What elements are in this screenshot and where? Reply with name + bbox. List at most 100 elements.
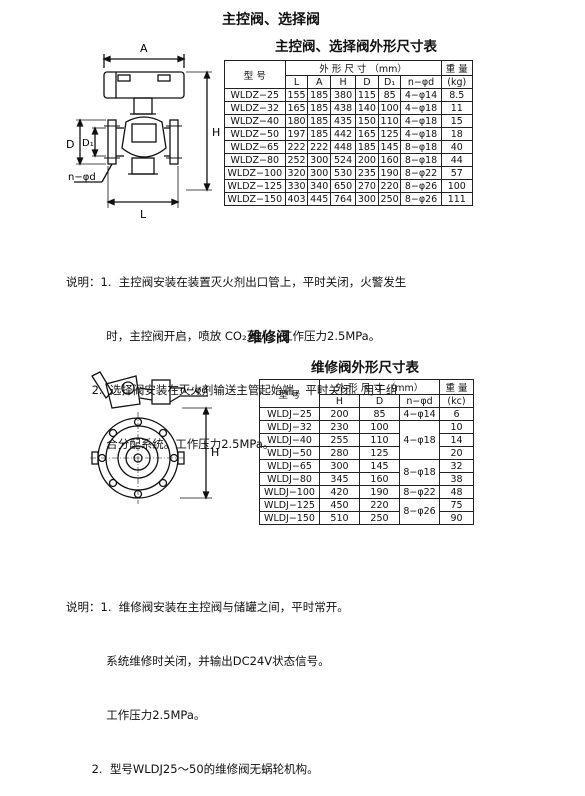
col-model-header: 型 号 [224, 60, 286, 89]
model-cell: WLDJ−80 [259, 472, 320, 486]
note-line: 说明：1. 维修阀安装在主控阀与储罐之间，平时常开。 [66, 600, 349, 614]
value-cell: 4−φ18 [400, 114, 442, 128]
value-cell: 15 [440, 114, 474, 128]
col-model-header-2: 型 号 [259, 379, 320, 408]
value-cell: 230 [319, 420, 360, 434]
value-cell: 100 [359, 420, 400, 434]
value-cell: 140 [355, 101, 379, 115]
value-cell: 160 [377, 153, 402, 167]
label-d1: D₁ [82, 138, 94, 149]
value-cell: 100 [377, 101, 402, 115]
value-cell: 250 [359, 511, 400, 525]
value-cell: 38 [439, 472, 474, 486]
weight-header-2: 重 量 [439, 379, 474, 395]
value-cell: 8−φ26 [400, 192, 442, 206]
value-cell: 160 [359, 472, 400, 486]
section2-notes: 说明：1. 维修阀安装在主控阀与储罐之间，平时常开。 系统维修时关闭，并输出DC… [66, 562, 349, 796]
value-cell: 435 [330, 114, 357, 128]
weight-header: 重 量 [440, 60, 474, 76]
value-cell: 220 [359, 498, 400, 512]
value-cell: 255 [319, 433, 360, 447]
value-cell: 8−φ18 [400, 140, 442, 154]
main-valve-drawing: A H D D₁ n−φd L [66, 42, 220, 221]
n-phi-d-cell: 8−φ18 [399, 459, 440, 486]
model-cell: WLDJ−100 [259, 485, 320, 499]
value-cell: 445 [307, 192, 332, 206]
value-cell: 280 [319, 446, 360, 460]
value-cell: 8.5 [440, 88, 474, 102]
value-cell: 4−φ18 [400, 101, 442, 115]
value-cell: 125 [359, 446, 400, 460]
value-cell: 200 [319, 407, 360, 421]
value-cell: 403 [284, 192, 309, 206]
weight-unit: (kg) [440, 75, 474, 89]
note-line: 系统维修时关闭，并输出DC24V状态信号。 [66, 654, 330, 668]
value-cell: 4−φ18 [400, 127, 442, 141]
model-cell: WLDZ−100 [224, 166, 286, 180]
n-phi-d-cell: 8−φ26 [399, 498, 440, 525]
value-cell: 75 [439, 498, 474, 512]
value-cell: 300 [307, 166, 332, 180]
value-cell: 252 [284, 153, 309, 167]
value-cell: 345 [319, 472, 360, 486]
value-cell: 165 [355, 127, 379, 141]
col-n-phi-d: n−φd [400, 75, 442, 89]
n-phi-d-cell: 4−φ14 [399, 407, 440, 421]
value-cell: 300 [319, 459, 360, 473]
value-cell: 4−φ14 [400, 88, 442, 102]
value-cell: 18 [440, 127, 474, 141]
col-l: L [284, 75, 309, 89]
value-cell: 125 [377, 127, 402, 141]
value-cell: 8−φ26 [400, 179, 442, 193]
value-cell: 165 [284, 101, 309, 115]
model-cell: WLDZ−50 [224, 127, 286, 141]
dim-group-header: 外 形 尺 寸 （mm） [284, 60, 442, 76]
model-cell: WLDZ−40 [224, 114, 286, 128]
n-phi-d-cell: 4−φ18 [399, 420, 440, 460]
label-h-2: H [211, 446, 219, 459]
model-cell: WLDJ−32 [259, 420, 320, 434]
value-cell: 200 [355, 153, 379, 167]
value-cell: 85 [377, 88, 402, 102]
value-cell: 380 [330, 88, 357, 102]
value-cell: 6 [439, 407, 474, 421]
value-cell: 10 [439, 420, 474, 434]
model-cell: WLDJ−40 [259, 433, 320, 447]
note-line: 2. 型号WLDJ25～50的维修阀无蜗轮机构。 [66, 762, 319, 776]
value-cell: 190 [359, 485, 400, 499]
value-cell: 524 [330, 153, 357, 167]
model-cell: WLDZ−125 [224, 179, 286, 193]
value-cell: 150 [355, 114, 379, 128]
model-cell: WLDZ−65 [224, 140, 286, 154]
value-cell: 190 [377, 166, 402, 180]
value-cell: 48 [439, 485, 474, 499]
value-cell: 197 [284, 127, 309, 141]
main-valve-table: 型 号 外 形 尺 寸 （mm） 重 量 L A H D D₁ n−φd (kg… [224, 60, 474, 206]
section2-heading: 维修阀 [248, 330, 290, 346]
model-cell: WLDJ−50 [259, 446, 320, 460]
value-cell: 110 [359, 433, 400, 447]
label-n-phi-d-2: n−φd [180, 385, 208, 396]
value-cell: 650 [330, 179, 357, 193]
model-cell: WLDZ−25 [224, 88, 286, 102]
value-cell: 250 [377, 192, 402, 206]
model-cell: WLDJ−25 [259, 407, 320, 421]
col-a: A [307, 75, 332, 89]
value-cell: 300 [307, 153, 332, 167]
value-cell: 20 [439, 446, 474, 460]
value-cell: 14 [439, 433, 474, 447]
note-line: 工作压力2.5MPa。 [66, 708, 206, 722]
section2-table-title: 维修阀外形尺寸表 [311, 360, 419, 376]
section1-heading: 主控阀、选择阀 [222, 12, 320, 28]
value-cell: 438 [330, 101, 357, 115]
section1-table-title: 主控阀、选择阀外形尺寸表 [275, 39, 437, 55]
